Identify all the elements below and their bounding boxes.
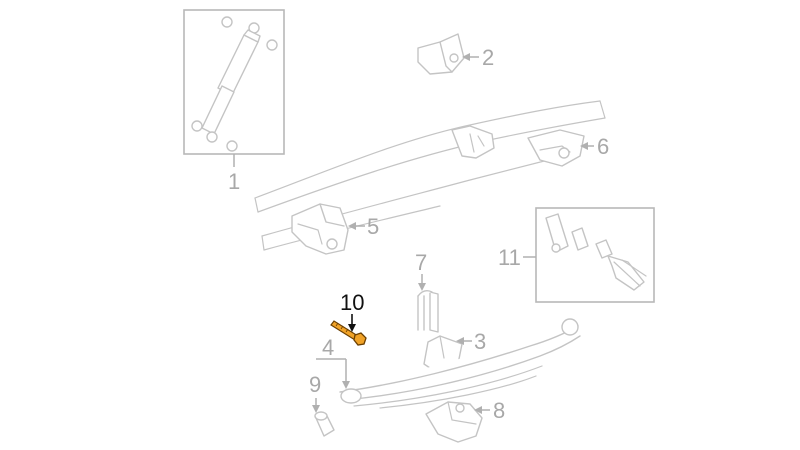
shackle-hanger-part[interactable] [527,129,585,167]
callout-1[interactable]: 1 [228,154,240,194]
bolt-part[interactable] [330,320,367,346]
leaf-spring-part[interactable] [339,318,581,409]
svg-text:10: 10 [340,290,364,315]
svg-text:9: 9 [309,372,321,397]
callout-10[interactable]: 10 [340,290,364,332]
svg-text:11: 11 [498,245,521,270]
frame-hanger [451,125,495,159]
svg-text:2: 2 [482,45,494,70]
callout-4[interactable]: 4 [322,335,350,389]
callout-9[interactable]: 9 [309,358,328,413]
front-hanger-part[interactable] [291,203,349,255]
bushing-part[interactable] [314,411,335,437]
svg-text:8: 8 [493,398,505,423]
svg-text:6: 6 [597,134,609,159]
svg-text:4: 4 [322,335,334,360]
u-bolt-part[interactable] [417,289,439,333]
callout-5[interactable]: 5 [348,214,379,239]
svg-text:5: 5 [367,214,379,239]
callout-6[interactable]: 6 [580,134,609,159]
callout-2[interactable]: 2 [462,45,494,70]
svg-text:3: 3 [474,329,486,354]
shackle-kit-part[interactable] [535,207,655,303]
callout-7[interactable]: 7 [415,250,427,291]
bracket-part[interactable] [417,33,465,75]
spring-seat-part[interactable] [425,401,483,443]
svg-text:1: 1 [228,169,240,194]
callout-11[interactable]: 11 [498,245,536,270]
callout-3[interactable]: 3 [456,329,486,354]
svg-text:7: 7 [415,250,427,275]
shock-absorber-part[interactable] [183,9,285,155]
callout-8[interactable]: 8 [474,398,505,423]
